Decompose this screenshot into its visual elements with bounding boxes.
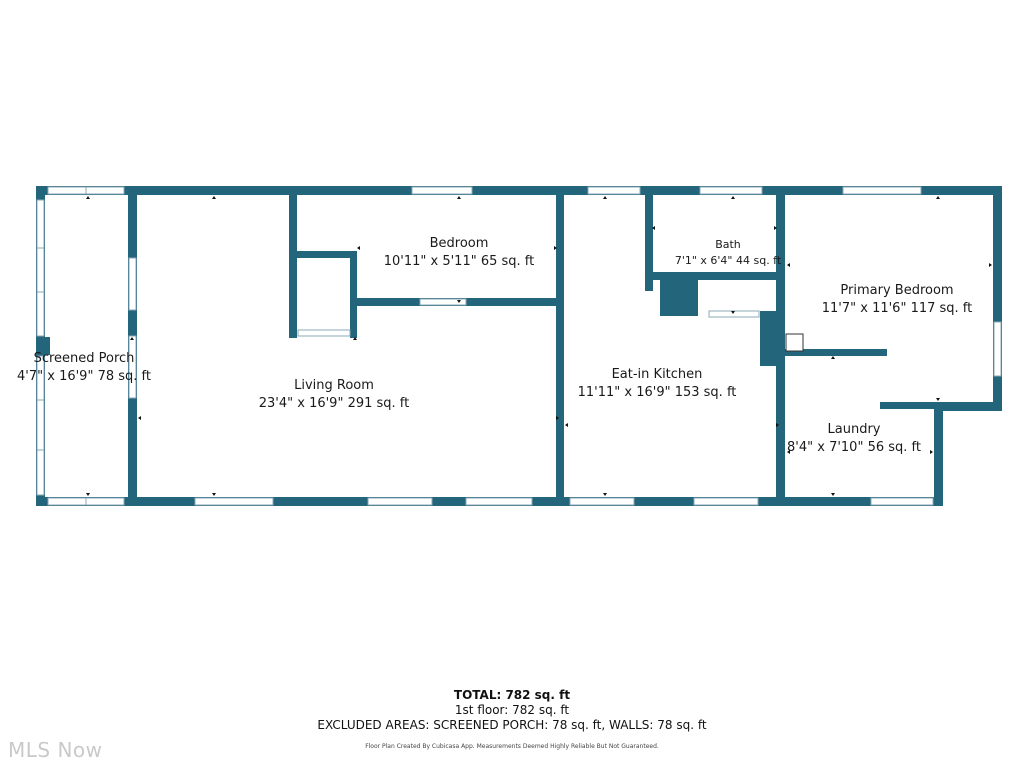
dimension-marker xyxy=(357,246,360,250)
dimension-marker xyxy=(603,493,607,496)
wall-segment xyxy=(934,402,1002,411)
window xyxy=(465,497,533,506)
dimension-marker xyxy=(212,493,216,496)
dimension-marker xyxy=(86,493,90,496)
window xyxy=(85,497,125,506)
area-summary: TOTAL: 782 sq. ft 1st floor: 782 sq. ft … xyxy=(0,688,1024,733)
window xyxy=(569,497,635,506)
door-marker xyxy=(785,333,804,352)
total-area: TOTAL: 782 sq. ft xyxy=(453,688,571,702)
dimension-marker xyxy=(138,416,141,420)
window xyxy=(128,257,137,311)
room-label-screened-porch: Screened Porch 4'7" x 16'9" 78 sq. ft xyxy=(17,350,151,386)
dimension-marker xyxy=(554,246,557,250)
room-name: Living Room xyxy=(294,378,374,393)
dimension-marker xyxy=(774,226,777,230)
dimension-marker xyxy=(936,398,940,401)
wall-segment xyxy=(645,272,780,280)
wall-segment xyxy=(880,402,940,409)
wall-segment xyxy=(934,402,943,506)
window xyxy=(419,298,467,306)
wall-segment xyxy=(289,251,357,258)
dimension-marker xyxy=(457,300,461,303)
disclaimer: Floor Plan Created By Cubicasa App. Meas… xyxy=(365,743,659,750)
wall-segment xyxy=(350,251,357,338)
excluded-areas: EXCLUDED AREAS: SCREENED PORCH: 78 sq. f… xyxy=(317,718,707,732)
wall-segment xyxy=(36,186,1002,195)
room-dimensions: 7'1" x 6'4" 44 sq. ft xyxy=(674,254,782,267)
window xyxy=(36,199,45,249)
window xyxy=(128,335,137,399)
dimension-marker xyxy=(565,423,568,427)
dimension-marker xyxy=(831,493,835,496)
dimension-marker xyxy=(212,196,216,199)
room-name: Bedroom xyxy=(429,236,489,251)
dimension-marker xyxy=(936,196,940,199)
wall-segment xyxy=(36,337,50,355)
wall-segment xyxy=(660,272,698,316)
dimension-marker xyxy=(731,311,735,314)
room-dimensions: 23'4" x 16'9" 291 sq. ft xyxy=(258,396,410,411)
windows xyxy=(36,186,1002,506)
wall-segment xyxy=(782,349,887,356)
room-dimensions: 11'11" x 16'9" 153 sq. ft xyxy=(577,385,737,400)
window xyxy=(993,321,1002,377)
floor-area: 1st floor: 782 sq. ft xyxy=(454,703,570,717)
dimension-marker xyxy=(989,263,992,267)
dimension-marker xyxy=(787,450,790,454)
dimension-marker xyxy=(652,226,655,230)
wall-segment xyxy=(760,311,782,366)
dimension-marker xyxy=(130,337,134,340)
window xyxy=(36,449,45,496)
dimension-marker xyxy=(353,337,357,340)
window xyxy=(587,186,641,195)
window xyxy=(411,186,473,195)
walls xyxy=(36,186,1002,506)
window xyxy=(699,186,763,195)
room-dimensions: 11'7" x 11'6" 117 sq. ft xyxy=(821,301,973,316)
dimension-marker xyxy=(787,263,790,267)
room-label-living-room: Living Room 23'4" x 16'9" 291 sq. ft xyxy=(259,377,410,413)
room-label-bedroom: Bedroom 10'11" x 5'11" 65 sq. ft xyxy=(384,235,535,271)
room-name: Eat-in Kitchen xyxy=(611,367,703,382)
room-dimensions: 4'7" x 16'9" 78 sq. ft xyxy=(17,369,151,384)
wall-segment xyxy=(645,186,653,291)
dimension-marker xyxy=(776,423,779,427)
wall-segment xyxy=(993,186,1002,411)
window xyxy=(85,186,125,195)
dimension-marker xyxy=(731,196,735,199)
dimension-marker xyxy=(603,196,607,199)
window xyxy=(367,497,433,506)
room-name: Bath xyxy=(715,238,741,251)
room-dimensions: 8'4" x 7'10" 56 sq. ft xyxy=(787,440,921,455)
room-name: Primary Bedroom xyxy=(840,283,954,298)
window xyxy=(36,247,45,293)
dimension-marker xyxy=(930,450,933,454)
window xyxy=(297,329,351,337)
window xyxy=(194,497,274,506)
room-name: Screened Porch xyxy=(33,351,135,366)
wall-segment xyxy=(556,186,564,506)
window xyxy=(36,291,45,337)
room-name: Laundry xyxy=(827,422,881,437)
window xyxy=(870,497,934,506)
dimension-marker xyxy=(831,356,835,359)
dimension-markers xyxy=(86,196,992,496)
room-label-eat-in-kitchen: Eat-in Kitchen 11'11" x 16'9" 153 sq. ft xyxy=(578,366,737,402)
dimension-marker xyxy=(86,196,90,199)
window xyxy=(842,186,922,195)
window xyxy=(47,497,87,506)
window xyxy=(693,497,759,506)
wall-segment xyxy=(289,186,297,338)
room-label-bath: Bath 7'1" x 6'4" 44 sq. ft xyxy=(675,237,781,269)
room-label-primary-bedroom: Primary Bedroom 11'7" x 11'6" 117 sq. ft xyxy=(822,282,973,318)
dimension-marker xyxy=(556,416,559,420)
window xyxy=(36,399,45,451)
room-dimensions: 10'11" x 5'11" 65 sq. ft xyxy=(383,254,535,269)
room-label-laundry: Laundry 8'4" x 7'10" 56 sq. ft xyxy=(787,421,921,457)
watermark-logo: MLS Now xyxy=(8,738,103,762)
window xyxy=(47,186,87,195)
dimension-marker xyxy=(457,196,461,199)
